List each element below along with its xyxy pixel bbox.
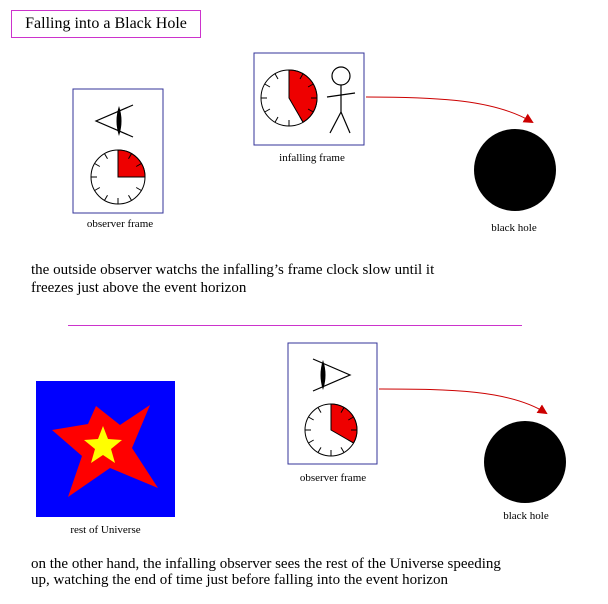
clock-wedge xyxy=(117,149,146,178)
stick-figure-icon xyxy=(326,66,356,134)
clock-tick xyxy=(308,439,314,444)
arrow-icon xyxy=(378,388,548,415)
clock-wedge xyxy=(288,69,318,123)
clock-tick xyxy=(135,187,142,191)
clock-tick xyxy=(94,163,101,167)
clock-icon xyxy=(90,149,146,205)
clock-tick xyxy=(308,416,314,421)
clock-tick xyxy=(299,73,304,80)
infalling-frame-caption: infalling frame xyxy=(279,152,345,164)
observer-frame-box-bottom xyxy=(287,342,378,465)
observer-frame-box-top xyxy=(72,88,164,214)
bottom-paragraph-line2: up, watching the end of time just before… xyxy=(31,572,448,588)
eye-icon xyxy=(312,358,352,392)
observer-frame-caption-bottom: observer frame xyxy=(299,472,367,484)
bottom-paragraph-line1: on the other hand, the infalling observe… xyxy=(31,556,501,572)
clock-tick xyxy=(104,194,108,201)
clock-tick xyxy=(340,447,345,453)
star-icon xyxy=(84,426,122,463)
clock-tick xyxy=(128,194,132,201)
clock-tick xyxy=(317,447,322,453)
top-paragraph-line1: the outside observer watchs the infallin… xyxy=(31,262,435,278)
clock-tick xyxy=(94,187,101,191)
clock-tick xyxy=(307,83,314,88)
clock-tick xyxy=(264,108,271,113)
black-hole-icon xyxy=(474,129,556,211)
arrow-icon xyxy=(365,96,534,124)
eye-icon xyxy=(94,104,134,138)
clock-tick xyxy=(348,416,354,421)
clock-tick xyxy=(274,73,279,80)
clock-tick xyxy=(348,439,354,444)
universe-caption: rest of Universe xyxy=(70,524,141,536)
black-hole-caption-bottom: black hole xyxy=(503,510,549,522)
clock-tick xyxy=(104,153,108,160)
page-title: Falling into a Black Hole xyxy=(11,10,201,38)
clock-icon xyxy=(260,69,318,127)
clock-tick xyxy=(307,108,314,113)
section-divider xyxy=(68,325,522,326)
clock-tick xyxy=(135,163,142,167)
clock-tick xyxy=(128,153,132,160)
black-hole-icon xyxy=(484,421,566,503)
clock-tick xyxy=(317,407,322,413)
infalling-frame-box xyxy=(253,52,365,146)
top-paragraph-line2: freezes just above the event horizon xyxy=(31,280,247,296)
clock-icon xyxy=(304,403,358,457)
clock-tick xyxy=(264,83,271,88)
black-hole-caption-top: black hole xyxy=(491,222,537,234)
clock-tick xyxy=(299,116,304,123)
observer-frame-caption-top: observer frame xyxy=(86,218,154,230)
clock-tick xyxy=(274,116,279,123)
clock-tick xyxy=(340,407,345,413)
